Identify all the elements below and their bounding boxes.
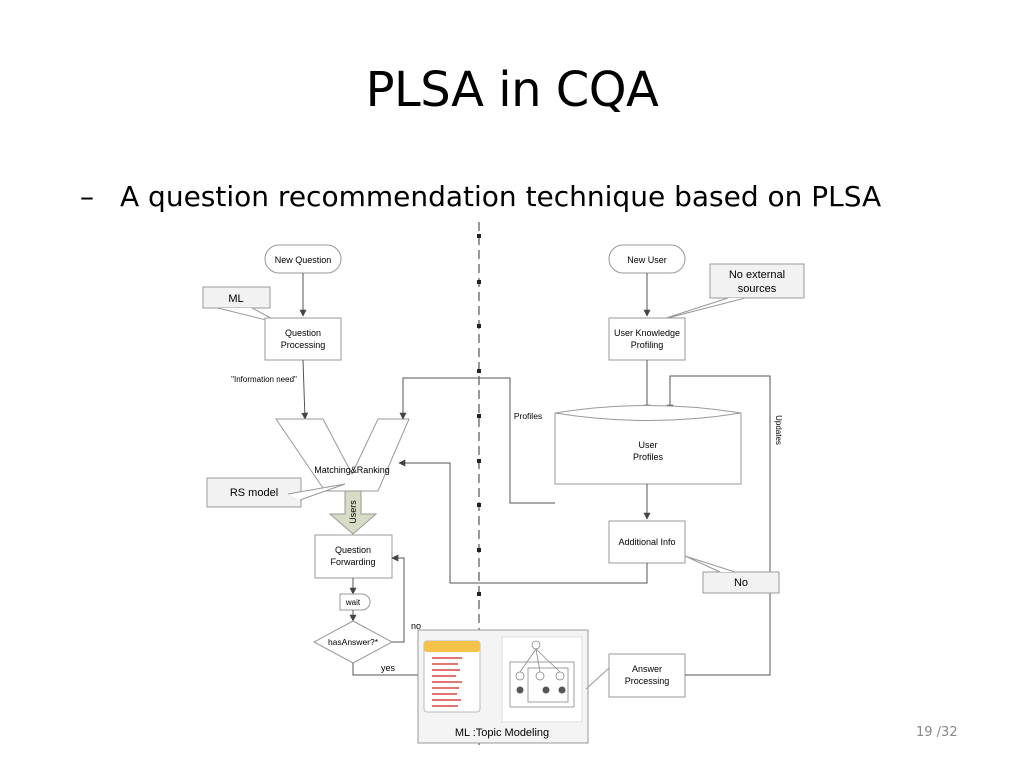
svg-text:hasAnswer?*: hasAnswer?* (328, 637, 379, 647)
edge-additional-to-matching (398, 459, 648, 584)
yes-label: yes (381, 663, 396, 673)
users-arrow: Users (328, 490, 378, 535)
no-external-sources-note: No external sources (659, 263, 805, 321)
rs-model-note: RS model (206, 477, 346, 508)
svg-text:Profiles: Profiles (633, 452, 664, 462)
svg-text:Profiling: Profiling (631, 340, 664, 350)
svg-text:Users: Users (348, 500, 358, 524)
edge-profiles-to-matching (399, 377, 555, 504)
svg-text:Matching&Ranking: Matching&Ranking (314, 465, 390, 475)
user-profiles-store: User Profiles (554, 405, 742, 485)
svg-text:Question: Question (285, 328, 321, 338)
svg-text:Additional Info: Additional Info (618, 537, 675, 547)
svg-text:User: User (638, 440, 657, 450)
question-processing-node: Question Processing (264, 317, 342, 361)
page-number: 19 /32 (916, 725, 958, 740)
svg-text:Processing: Processing (625, 676, 670, 686)
svg-text:ML :Topic Modeling: ML :Topic Modeling (455, 727, 549, 739)
edge-updates (666, 375, 771, 676)
svg-text:ML: ML (228, 293, 243, 305)
new-question-node: New Question (264, 244, 342, 274)
user-knowledge-profiling-node: User Knowledge Profiling (608, 317, 686, 361)
bullet-text: A question recommendation technique base… (120, 180, 882, 213)
information-need-label: "Information need" (231, 375, 297, 384)
svg-text:Answer: Answer (632, 664, 662, 674)
svg-text:sources: sources (738, 283, 777, 295)
edge-qp-to-matching (301, 359, 309, 420)
svg-text:Forwarding: Forwarding (330, 557, 375, 567)
no-note: No (684, 555, 780, 594)
bullet-dash: – (80, 180, 94, 213)
slide-title: PLSA in CQA (365, 62, 659, 118)
matching-ranking-node: Matching&Ranking (275, 418, 410, 492)
profiles-label: Profiles (514, 411, 542, 421)
question-forwarding-node: Question Forwarding (314, 534, 393, 579)
topic-modeling-figure: ML :Topic Modeling (417, 629, 589, 744)
ml-note: ML (202, 286, 283, 325)
svg-text:No: No (734, 577, 748, 589)
edge-no-loop (391, 554, 405, 643)
callout-pointer (585, 666, 610, 690)
no-label: no (411, 621, 421, 631)
svg-text:No external: No external (729, 269, 785, 281)
updates-label: Updates (774, 415, 783, 445)
additional-info-node: Additional Info (608, 520, 686, 564)
wait-node: wait (339, 593, 371, 611)
svg-text:New User: New User (627, 255, 667, 265)
bullet-item: –A question recommendation technique bas… (80, 180, 881, 213)
svg-text:User Knowledge: User Knowledge (614, 328, 680, 338)
svg-text:Processing: Processing (281, 340, 326, 350)
svg-text:RS model: RS model (230, 487, 278, 499)
svg-text:wait: wait (345, 598, 361, 607)
new-user-node: New User (608, 244, 686, 274)
svg-text:Question: Question (335, 545, 371, 555)
edge-yes (352, 663, 420, 676)
answer-processing-node: Answer Processing (608, 653, 686, 698)
has-answer-decision: hasAnswer?* (312, 620, 394, 664)
svg-text:New Question: New Question (275, 255, 332, 265)
